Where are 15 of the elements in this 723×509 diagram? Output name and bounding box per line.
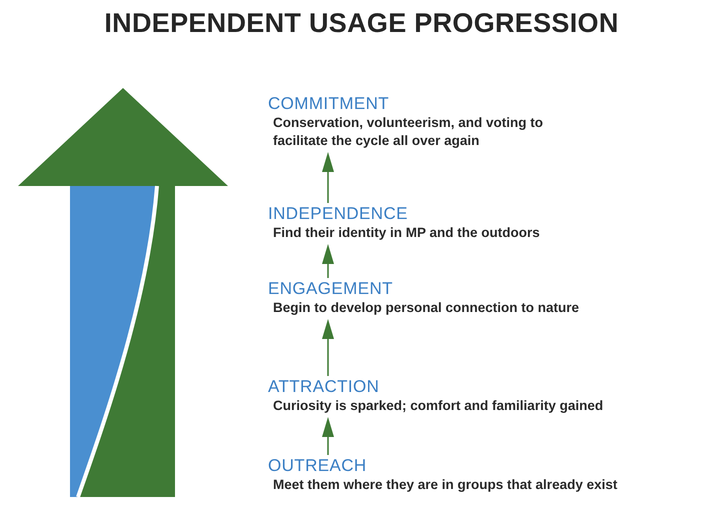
stage-description: Conservation, volunteerism, and voting to facilitate the cycle all over again	[272, 114, 544, 150]
stage-heading: INDEPENDENCE	[268, 204, 409, 224]
arrow	[322, 319, 334, 376]
arrow	[322, 417, 334, 455]
stage-description: Begin to develop personal connection to nature	[272, 299, 580, 317]
stage-heading: OUTREACH	[268, 456, 368, 476]
stage-heading: ENGAGEMENT	[268, 279, 394, 299]
stage-description: Meet them where they are in groups that already exist	[272, 476, 618, 494]
stage-heading: ATTRACTION	[268, 377, 380, 397]
stage-description: Curiosity is sparked; comfort and familiarity gained	[272, 397, 604, 415]
stage-heading: COMMITMENT	[268, 94, 390, 114]
arrow	[322, 244, 334, 278]
arrow	[322, 152, 334, 203]
stage-description: Find their identity in MP and the outdoors	[272, 224, 541, 242]
title: INDEPENDENT USAGE PROGRESSION	[103, 8, 620, 39]
